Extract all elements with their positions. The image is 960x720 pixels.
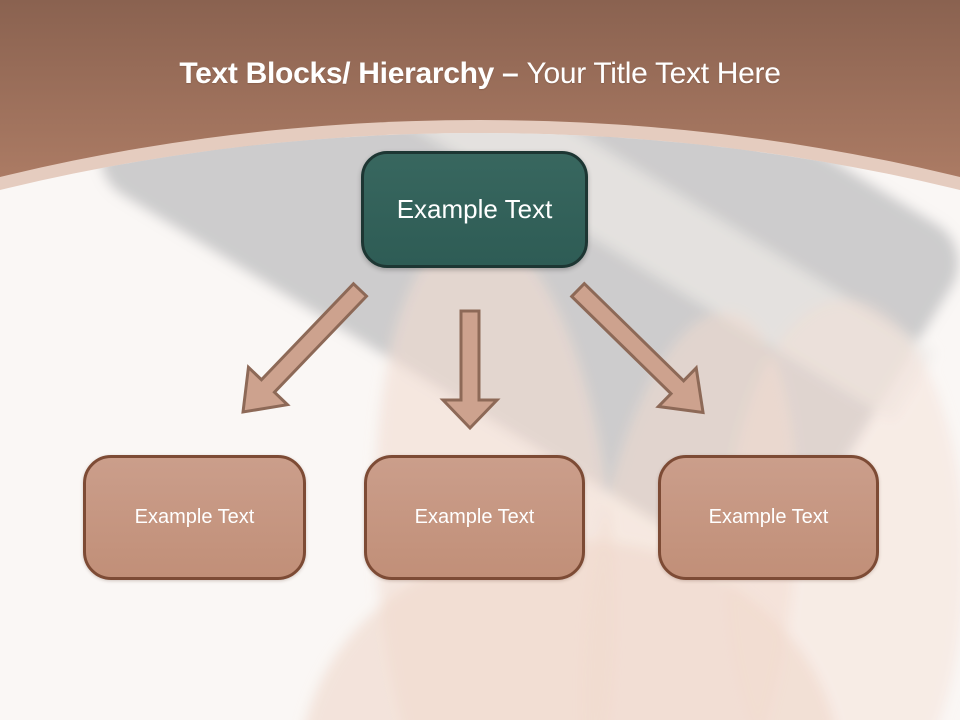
slide-title[interactable]: Text Blocks/ Hierarchy – Your Title Text…: [0, 52, 960, 96]
root-text-box-label: Example Text: [396, 194, 553, 224]
child-text-box-1-label: Example Text: [134, 506, 255, 528]
card-stripe-shape: [244, 133, 935, 421]
slide-title-bold: Text Blocks/ Hierarchy: [179, 57, 495, 90]
slide-title-regular: Your Title Text Here: [526, 57, 781, 90]
child-text-box-2[interactable]: Example Text: [364, 455, 585, 580]
child-text-box-3-label: Example Text: [708, 506, 829, 528]
child-text-box-1[interactable]: Example Text: [83, 455, 306, 580]
slide-title-separator: –: [494, 57, 527, 90]
root-text-box[interactable]: Example Text: [361, 151, 588, 268]
child-text-box-3[interactable]: Example Text: [658, 455, 879, 580]
child-text-box-2-label: Example Text: [414, 506, 535, 528]
palm-shape: [300, 540, 840, 720]
